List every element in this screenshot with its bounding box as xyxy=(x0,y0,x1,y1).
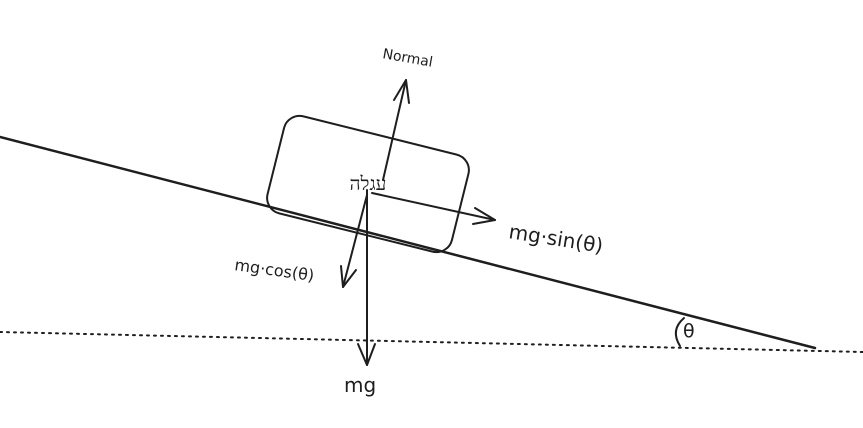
parallel-component-arrow xyxy=(371,192,496,225)
angle-arc xyxy=(674,317,685,347)
horizontal-reference-line xyxy=(0,331,863,353)
object-label: עגלה xyxy=(350,173,387,195)
perpendicular-component-arrow xyxy=(340,194,368,288)
incline-surface xyxy=(0,135,817,350)
angle-label: θ xyxy=(683,320,695,342)
normal-label: Normal xyxy=(381,46,434,71)
cart-block xyxy=(266,114,470,254)
parallel-component-label: mg·sin(θ) xyxy=(507,219,605,258)
gravity-arrow xyxy=(357,189,376,366)
perpendicular-component-label: mg·cos(θ) xyxy=(233,255,315,285)
gravity-label: mg xyxy=(344,373,376,397)
normal-force-arrow xyxy=(382,79,410,181)
